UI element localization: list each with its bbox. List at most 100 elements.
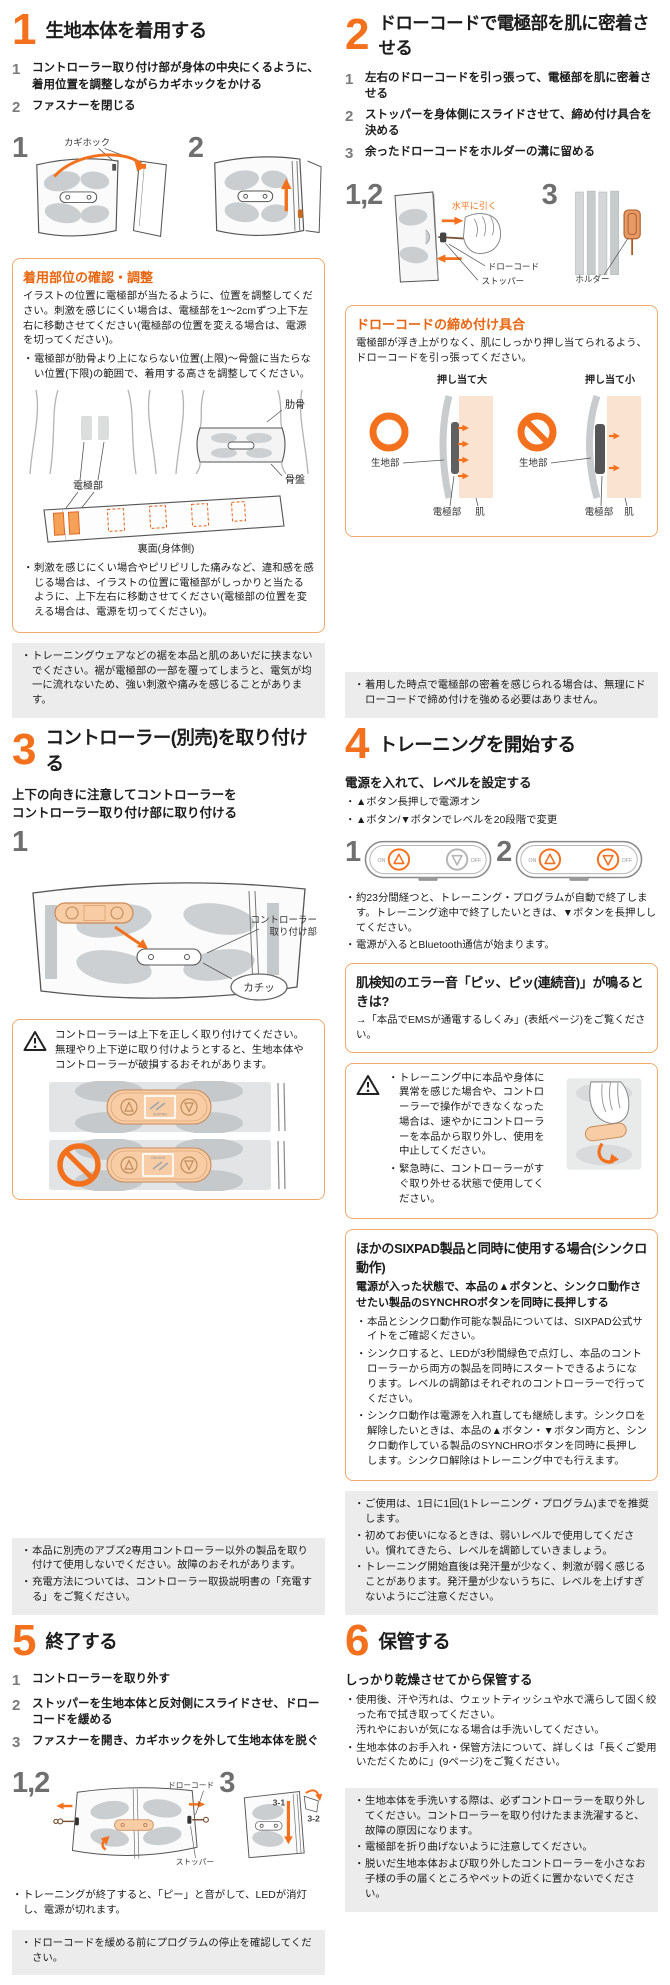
correct-orientation-figure: SIXPAD [48,1081,286,1134]
holder-label: ホルダー [575,273,609,284]
attach-controller-figure: コントローラー 取り付け部 カチッ [31,882,317,1001]
skin-label: 肌 [624,507,634,518]
note-bullet: シンクロ動作は電源を入れ直しても継続します。シンクロを解除したいときは、本品の▲… [356,1410,647,1469]
box-bullet: 電極部が肋骨より上にならない位置(上限)〜骨盤に当たらない位置(下限)の範囲で、… [23,353,314,383]
figure-number: 3 [219,1767,235,1800]
step-text: コントローラーを取り外す [32,1673,170,1686]
synchro-box: ほかのSIXPAD製品と同時に使用する場合(シンクロ動作) 電源が入った状態で、… [345,1229,658,1482]
down-button [597,848,620,871]
box-bullets: 刺激を感じにくい場合やピリピリした痛みなど、違和感を感じる場合は、イラストの位置… [23,562,314,621]
belt-open-figure: カギホック [36,138,168,238]
section3-subtitle: 上下の向きに注意してコントローラーを コントローラー取り付け部に取り付ける [12,787,238,820]
section1-note: トレーニングウェアなどの裾を本品と肌のあいだに挟まないでください。裾が電極部の一… [12,642,325,718]
figure-number: 1 [12,132,28,165]
section4-notes: ご使用は、1日に1回(1トレーニング・プログラム)までを推奨します。 初めてお使… [345,1491,658,1615]
step-text: 余ったドローコードをホルダーの溝に留める [365,146,595,159]
hand-figure [589,1081,630,1124]
section6-number: 6 [345,1615,370,1665]
box-body: イラストの位置に電極部が当たるように、位置を調整してください。刺激を感じにくい場… [23,291,313,347]
step-text: ストッパーを生地本体と反対側にスライドさせ、ドローコードを緩める [32,1697,320,1726]
electrode-slab [451,422,459,475]
section-start-training: 4 トレーニングを開始する 電源を入れて、レベルを設定する ▲ボタン長押しで電源… [345,721,658,1619]
section1-title: 生地本体を着用する [45,20,207,42]
step-text: ストッパーを身体側にスライドさせて、締め付け具合を決める [365,109,652,138]
pull-horizontal-label: 水平に引く [452,200,497,211]
up-button [539,848,562,871]
step-item: 3 ファスナーを開き、カギホックを外して生地本体を脱ぐ [12,1733,325,1753]
prohibition-icon [56,1143,101,1188]
triangle-up-icon [544,853,556,865]
section5-steps: 1 コントローラーを取り外す 2 ストッパーを生地本体と反対側にスライドさせ、ド… [12,1671,325,1757]
wear-position-box: 着用部位の確認・調整 イラストの位置に電極部が当たるように、位置を調整してくださ… [12,258,325,633]
triangle-up-icon [393,853,405,865]
skin-area [459,396,493,499]
note-bullet: 本品とシンクロ動作可能な製品については、SIXPAD公式サイトをご確認ください。 [356,1316,647,1346]
mount-label-line1: コントローラー [250,915,317,926]
figure-number: 2 [496,836,512,868]
hand-figure [463,212,502,254]
section4-subtitle: 電源を入れて、レベルを設定する [345,776,532,791]
note-bullet: トレーニングが終了すると、「ピー」と音がして、LEDが消灯し、電源が切れます。 [12,1889,325,1919]
triangle-down-icon [602,854,614,866]
stopper-label: ストッパー [176,1858,214,1867]
section6-notes: 生地本体を手洗いする際は、必ずコントローラーを取り外してください。コントローラー… [345,1788,658,1912]
section5-header: 5 終了する [12,1615,325,1665]
sixpad-logo-label: SIXPAD [152,1112,166,1117]
note-bullet: 脱いだ生地本体および取り外したコントローラーを小さなお子様の手の届くところやペッ… [354,1858,649,1902]
section4-title: トレーニングを開始する [378,734,576,756]
note-bullet: トレーニング開始直後は発汗量が少なく、刺激が弱く感じることがあります。発汗量が少… [354,1561,649,1605]
note-bullet: 充電方法については、コントローラー取扱説明書の「充電する」をご覧ください。 [21,1576,316,1606]
error-box-title: 肌検知のエラー音「ピッ、ピッ(連続音)」が鳴るときは? [356,975,644,1010]
controller [53,902,134,924]
belt-zip-figure [214,156,322,237]
note-bullet: トレーニング中に本品や身体に異常を感じた場合や、コントローラーで操作ができなくな… [388,1072,553,1161]
training-warning-bullets: トレーニング中に本品や身体に異常を感じた場合や、コントローラーで操作ができなくな… [388,1072,553,1211]
pull-cord-figure: 水平に引く ドローコード ストッパー [394,191,538,286]
note-bullet: トレーニングウェアなどの裾を本品と肌のあいだに挟まないでください。裾が電極部の一… [21,650,316,709]
skin-label: 肌 [475,507,485,518]
section4-mid-bullets: 約23分間経つと、トレーニング・プログラムが自動で終了します。トレーニング途中で… [345,892,658,957]
step-number: 3 [345,145,354,163]
section-drawcord: 2 ドローコードで電極部を肌に密着させる 1 左右のドローコードを引っ張って、電… [345,8,658,722]
off-label: OFF [622,858,633,864]
note-bullet: ドローコードを緩める前にプログラムの停止を確認してください。 [21,1937,316,1967]
note-bullet: 使用後、汗や汚れは、ウェットティッシュや水で濡らして固く絞った布で拭き取ってくだ… [345,1694,658,1738]
controller-mount [135,948,202,966]
step-number: 1 [12,1672,21,1690]
stopper-bead [297,209,303,219]
section1-header: 1 生地本体を着用する [12,7,325,52]
section5-number: 5 [12,1615,37,1665]
fabric-band [439,395,453,500]
step-item: 1 左右のドローコードを引っ張って、電極部を肌に密着させる [345,70,658,102]
controller [114,1819,155,1832]
section1-figures: 1 カギホック [12,134,325,246]
training-warning-box: トレーニング中に本品や身体に異常を感じた場合や、コントローラーで操作ができなくな… [345,1062,658,1220]
cord-label: ドローコード [168,1782,214,1791]
section5-bullet: トレーニングが終了すると、「ピー」と音がして、LEDが消灯し、電源が切れます。 [12,1889,325,1922]
controller-power-on-figure: ON OFF [364,840,492,881]
holder-figure: ホルダー [574,190,641,284]
open-fastener-figure: 3-1 3-2 [244,1789,323,1859]
off-label: OFF [471,858,482,864]
step-number: 2 [12,1696,21,1714]
section3-number: 3 [12,724,37,774]
tightness-compare-figure: 押し当て大 生地部 電極部 [369,373,641,518]
note-bullet: ご使用は、1日に1回(1トレーニング・プログラム)までを推奨します。 [354,1498,649,1528]
stopper-label: ストッパー [482,276,525,286]
electrode-zone [98,415,109,440]
down-button [446,848,469,871]
error-sound-box: 肌検知のエラー音「ピッ、ピッ(連続音)」が鳴るときは? →「本品でEMSが通電す… [345,963,658,1053]
stopper [75,1817,80,1826]
step-number: 2 [12,98,21,116]
note-bullet: 緊急時に、コントローラーがすぐ取り外せる状態で使用してください。 [388,1163,553,1207]
section4-top-bullets: ▲ボタン長押しで電源オン ▲ボタン/▼ボタンでレベルを20段階で変更 [345,796,658,832]
up-button [387,848,411,871]
press-arrows-icon [458,425,469,480]
step-text: ファスナーを開き、カギホックを外して生地本体を脱ぐ [32,1734,319,1747]
warning-icon [356,1074,380,1095]
electrode-pad [52,512,66,536]
warning-icon [23,1031,47,1052]
section2-title: ドローコードで電極部を肌に密着させる [378,13,649,58]
figure-number: 2 [187,132,204,165]
box-title: ドローコードの締め付け具合 [356,316,526,332]
